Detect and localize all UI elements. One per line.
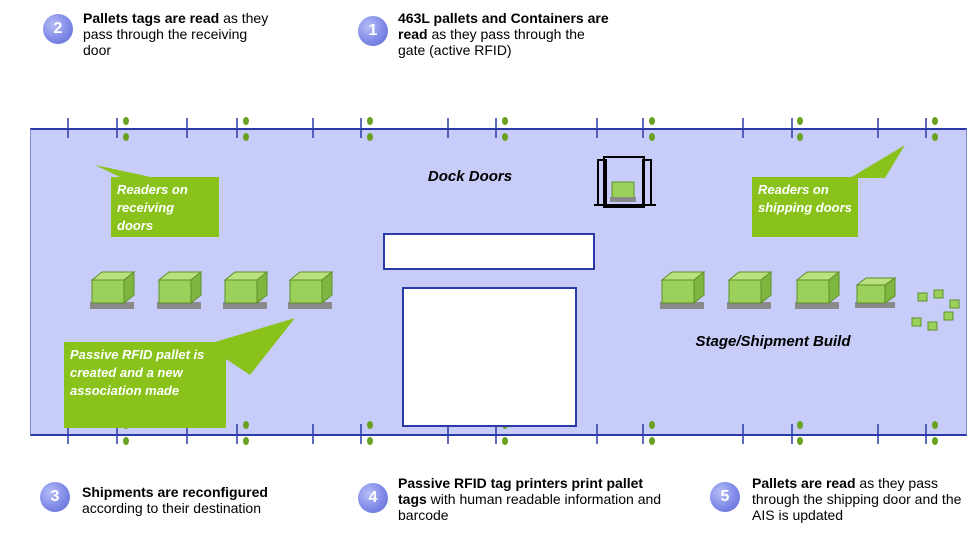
- staging-area-box: [402, 287, 577, 427]
- callout-pointer-association: [205, 318, 295, 375]
- callout-shipping-readers: Readers on shipping doors: [752, 177, 858, 237]
- dock-doors-label: Dock Doors: [427, 168, 513, 185]
- step-4-badge: 4: [358, 483, 388, 513]
- step-1-caption: 463L pallets and Containers are read as …: [398, 10, 609, 58]
- callout-pointer-receiving: [95, 165, 155, 178]
- stage-shipment-label: Stage/Shipment Build: [695, 333, 851, 350]
- callout-pointer-shipping: [850, 145, 905, 178]
- rfid-gate-icon: [594, 156, 656, 208]
- step-3-badge: 3: [40, 482, 70, 512]
- pallet-icon-group-right: [660, 270, 897, 309]
- tag-printer-box: [383, 233, 595, 270]
- step-2-badge: 2: [43, 14, 73, 44]
- step-5-caption: Pallets are read as they pass through th…: [752, 475, 962, 523]
- step-5-badge: 5: [710, 482, 740, 512]
- loose-boxes: [911, 289, 960, 331]
- callout-receiving-readers: Readers on receiving doors: [111, 177, 219, 237]
- callout-association: Passive RFID pallet is created and a new…: [64, 342, 226, 428]
- door-ticks-top: [67, 118, 927, 138]
- step-4-caption: Passive RFID tag printers print pallet t…: [398, 475, 662, 523]
- step-3-caption: Shipments are reconfigured according to …: [82, 484, 268, 516]
- step-1-badge: 1: [358, 16, 388, 46]
- door-ticks-bottom: [67, 424, 927, 444]
- pallet-icon-group-left: [90, 270, 334, 309]
- step-2-caption: Pallets tags are read as they pass throu…: [83, 10, 269, 58]
